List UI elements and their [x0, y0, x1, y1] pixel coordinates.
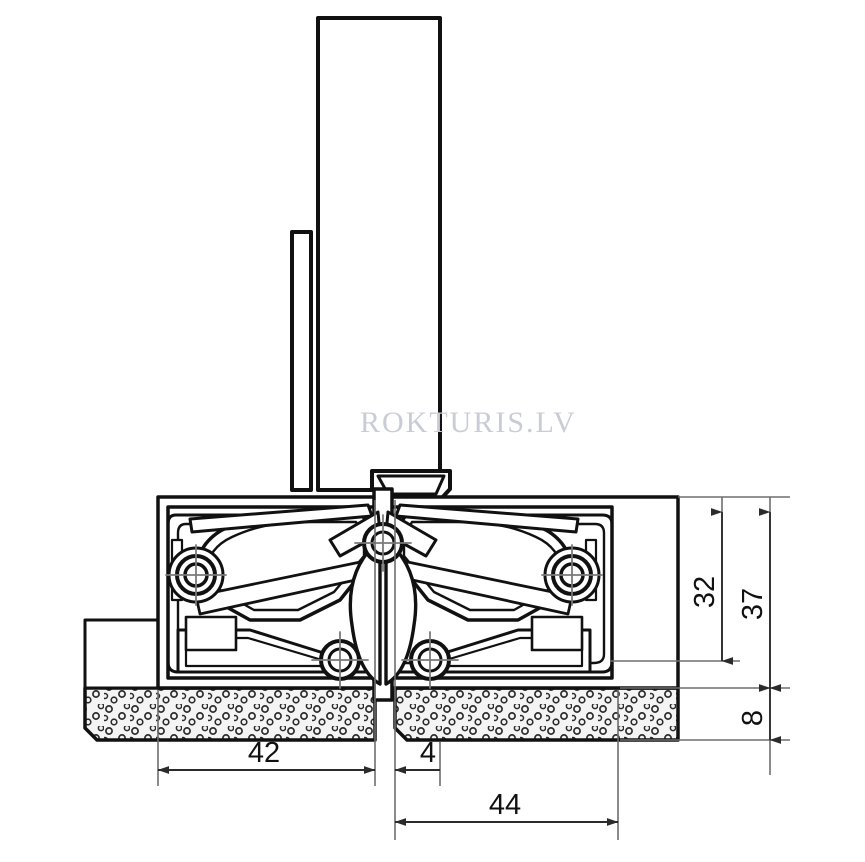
- hinge-arm-left: [170, 503, 376, 674]
- dimension-4-label: 4: [420, 737, 436, 769]
- dimension-8-label: 8: [737, 710, 769, 726]
- watermark-text: ROKTURIS.LV: [360, 406, 577, 439]
- dimension-32-label: 32: [689, 576, 721, 608]
- dimension-37: 37: [737, 508, 781, 692]
- dimension-37-label: 37: [737, 588, 769, 620]
- extension-lines: [157, 496, 790, 840]
- mounting-panel-right: [393, 686, 680, 742]
- dimension-42-label: 42: [248, 737, 280, 769]
- dimension-4: 4: [394, 737, 440, 774]
- dimension-44-label: 44: [489, 789, 521, 821]
- dimension-44: 44: [394, 789, 619, 826]
- mounting-panel-left: [83, 686, 377, 742]
- panel-step-left: [83, 618, 160, 690]
- pivot-centermarks: [165, 514, 603, 689]
- dimension-42: 42: [157, 737, 376, 774]
- dimension-32: 32: [689, 508, 733, 665]
- dimension-8: 8: [737, 684, 781, 744]
- door-panel: [290, 16, 442, 492]
- hinge-central-knuckle: [328, 487, 438, 702]
